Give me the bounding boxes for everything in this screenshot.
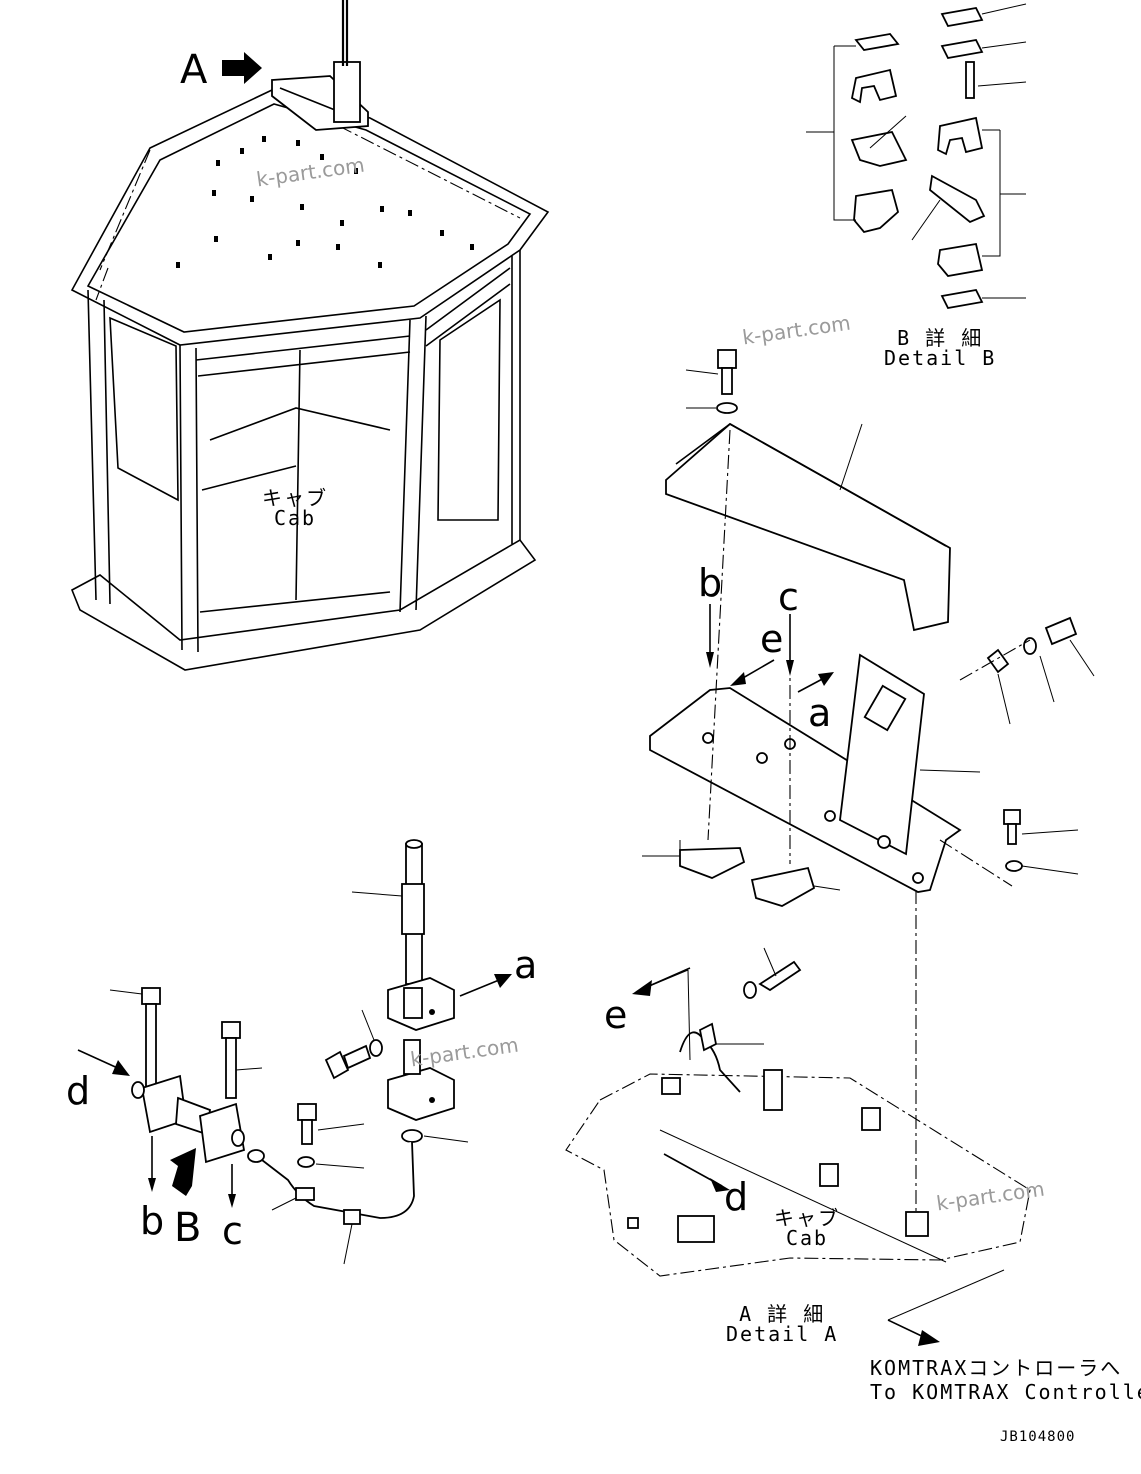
cab-detail-label: キャブ Cab xyxy=(774,1208,840,1248)
cab-assembly xyxy=(70,0,550,671)
ref-label-e-top: e xyxy=(760,617,784,661)
ref-label-b-top: b xyxy=(698,561,723,605)
komtrax-note-jp: KOMTRAXコントローラへ xyxy=(870,1356,1123,1380)
arrow-A xyxy=(222,52,262,84)
roof-antenna xyxy=(271,0,369,131)
ref-label-b-bottom: b xyxy=(140,1199,165,1243)
detail-b-caption: B 詳 細 Detail B xyxy=(884,328,996,368)
ref-label-e-detail: e xyxy=(604,993,628,1037)
detail-a-caption: A 詳 細 Detail A xyxy=(726,1304,838,1344)
ref-label-d-left: d xyxy=(66,1069,91,1113)
cab-detail-label-en: Cab xyxy=(785,1226,829,1250)
detail-a-parts xyxy=(565,349,1095,1346)
roof-holes xyxy=(176,136,474,268)
cab-label-jp: キャブ xyxy=(262,486,328,510)
cab-detail-label-jp: キャブ xyxy=(774,1206,840,1230)
cab-label-en: Cab xyxy=(273,506,317,530)
drawing-number: JB104800 xyxy=(1000,1429,1076,1445)
komtrax-note: KOMTRAXコントローラへ To KOMTRAX Controller xyxy=(870,1358,1141,1402)
cab-label: キャブ Cab xyxy=(262,488,328,528)
arrow-B xyxy=(170,1148,196,1196)
detail-a-caption-jp: A 詳 細 xyxy=(739,1302,826,1326)
ref-label-c-bottom: c xyxy=(222,1209,243,1253)
ref-label-d-detail: d xyxy=(724,1175,749,1219)
detail-b-caption-en: Detail B xyxy=(884,346,997,370)
antenna-assembly xyxy=(77,839,512,1265)
view-label-B: B xyxy=(174,1205,202,1251)
ref-label-a-top: a xyxy=(808,691,832,735)
ref-label-a-antenna: a xyxy=(514,943,538,987)
ref-label-c-top: c xyxy=(778,575,799,619)
detail-b-parts xyxy=(806,3,1027,310)
view-label-A: A xyxy=(180,47,208,93)
detail-a-caption-en: Detail A xyxy=(726,1322,839,1346)
komtrax-note-en: To KOMTRAX Controller xyxy=(870,1380,1141,1404)
detail-b-caption-jp: B 詳 細 xyxy=(897,326,984,350)
